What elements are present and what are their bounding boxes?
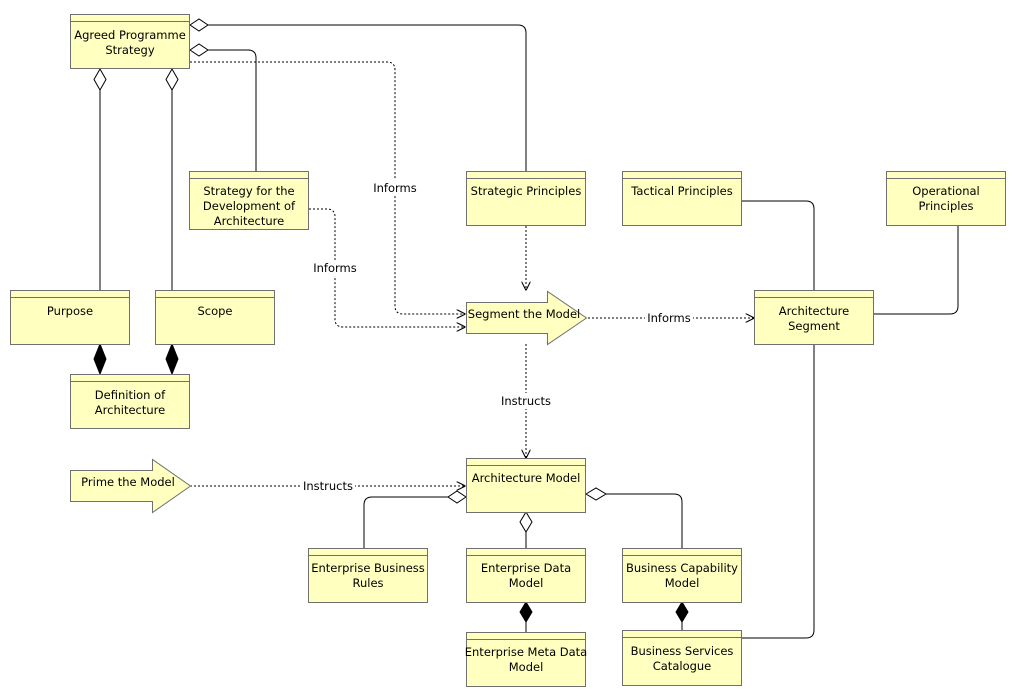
node-label: Segment	[788, 319, 840, 333]
node-label: Enterprise Meta Data	[465, 645, 587, 659]
node-label: Strategy	[105, 43, 154, 57]
node-definition-of-architecture[interactable]: Definition of Architecture	[70, 374, 190, 429]
edge-labels: Informs Informs Informs Instructs Instru…	[301, 180, 693, 494]
hollow-diamond-icon	[447, 490, 467, 504]
node-architecture-model[interactable]: Architecture Model	[466, 458, 586, 513]
edge-operational-segment	[873, 224, 959, 315]
node-label: Development of	[203, 199, 296, 213]
filled-diamond-icon	[93, 342, 107, 376]
node-label: Model	[509, 660, 544, 674]
node-architecture-segment[interactable]: Architecture Segment	[754, 290, 874, 345]
node-business-capability-model[interactable]: Business Capability Model	[622, 548, 742, 603]
node-tactical-principles[interactable]: Tactical Principles	[622, 171, 742, 226]
hollow-diamond-icon	[519, 511, 533, 533]
hollow-diamond-icon	[93, 67, 107, 92]
node-label: Catalogue	[653, 659, 712, 673]
node-label: Tactical Principles	[630, 184, 732, 198]
filled-diamond-icon	[165, 342, 179, 376]
node-label: Architecture Model	[472, 471, 581, 485]
node-label: Strategic Principles	[471, 184, 582, 198]
node-strategy-for-development[interactable]: Strategy for the Development of Architec…	[189, 171, 309, 230]
node-label: Scope	[197, 304, 232, 318]
nodes: Agreed Programme Strategy Strategy for t…	[10, 14, 1006, 687]
edge-segment-catalogue	[741, 344, 815, 639]
node-segment-the-model[interactable]: Segment the Model	[466, 290, 588, 346]
node-business-services-catalogue[interactable]: Business Services Catalogue	[622, 630, 742, 686]
filled-diamond-icon	[519, 601, 533, 623]
node-enterprise-business-rules[interactable]: Enterprise Business Rules	[308, 548, 428, 603]
node-label: Business Services	[631, 644, 734, 658]
filled-diamond-icon	[675, 601, 689, 623]
node-prime-the-model[interactable]: Prime the Model	[70, 458, 192, 514]
hollow-diamond-icon	[585, 487, 607, 501]
edge-label-informs: Informs	[313, 261, 356, 275]
hollow-diamond-icon	[189, 43, 209, 57]
edge-label-instructs: Instructs	[501, 394, 551, 408]
edge-am-capability	[606, 493, 683, 548]
node-agreed-programme-strategy[interactable]: Agreed Programme Strategy	[70, 14, 190, 69]
node-label: Enterprise Business	[311, 561, 425, 575]
edge-label-informs: Informs	[647, 311, 690, 325]
node-purpose[interactable]: Purpose	[10, 290, 130, 345]
edge-label-instructs: Instructs	[303, 479, 353, 493]
hollow-diamond-icon	[189, 18, 209, 32]
node-label: Purpose	[47, 304, 93, 318]
node-enterprise-data-model[interactable]: Enterprise Data Model	[466, 548, 586, 603]
hollow-diamond-icon	[165, 67, 179, 92]
node-label: Rules	[352, 576, 383, 590]
node-label: Operational	[912, 184, 979, 198]
node-label: Business Capability	[626, 561, 738, 575]
node-strategic-principles[interactable]: Strategic Principles	[466, 171, 586, 226]
node-label: Definition of	[95, 388, 166, 402]
edge-tactical-segment	[741, 200, 815, 291]
dependencies	[190, 61, 754, 486]
node-label: Strategy for the	[203, 184, 294, 198]
node-label: Agreed Programme	[74, 28, 186, 42]
node-label: Segment the Model	[468, 307, 580, 321]
diamonds	[93, 18, 689, 623]
node-label: Enterprise Data	[481, 561, 571, 575]
node-label: Model	[665, 576, 700, 590]
node-label: Model	[509, 576, 544, 590]
node-label: Architecture	[779, 304, 849, 318]
node-operational-principles[interactable]: Operational Principles	[886, 171, 1006, 226]
node-label: Prime the Model	[81, 475, 175, 489]
edge-aps-strategy-dev	[208, 49, 257, 171]
node-scope[interactable]: Scope	[155, 290, 275, 345]
edge-am-business-rules	[363, 496, 448, 548]
node-label: Architecture	[214, 214, 284, 228]
node-enterprise-meta-data-model[interactable]: Enterprise Meta Data Model	[465, 632, 587, 687]
node-label: Principles	[918, 199, 973, 213]
edge-aps-strategic-principles	[208, 24, 527, 171]
node-label: Architecture	[95, 403, 165, 417]
edge-label-informs: Informs	[373, 181, 416, 195]
